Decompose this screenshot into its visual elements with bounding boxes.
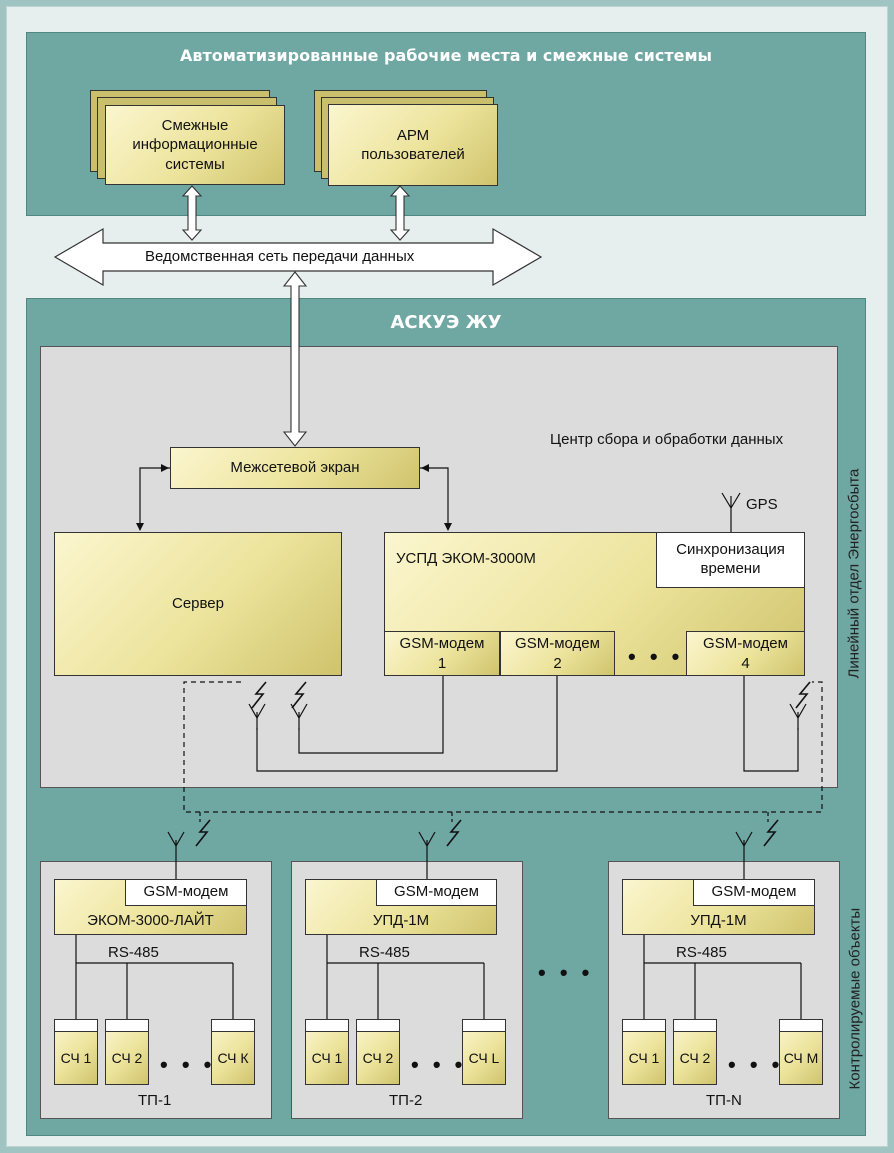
- tp-n-meter-1-label: СЧ 1: [628, 1049, 660, 1066]
- tp-2-meters-ellipsis: • • •: [411, 1052, 467, 1077]
- tp-1-meter-k: СЧ К: [211, 1019, 255, 1085]
- tp-2-name: ТП-2: [389, 1092, 423, 1109]
- tp-2-meter-2: СЧ 2: [356, 1019, 400, 1085]
- tp-1-meter-1-label: СЧ 1: [60, 1049, 92, 1066]
- controlled-objects-label: Контролируемые объекты: [846, 907, 864, 1090]
- tp-2-meter-l: СЧ L: [462, 1019, 506, 1085]
- uspd-label: УСПД ЭКОМ-3000М: [396, 550, 536, 567]
- tp-1-meters-ellipsis: • • •: [160, 1052, 216, 1077]
- tp-n-meter-m: СЧ М: [779, 1019, 823, 1085]
- time-sync-box: Синхронизация времени: [656, 532, 805, 588]
- tp-2-gsm-modem: GSM-модем: [376, 879, 497, 906]
- network-label: Ведомственная сеть передачи данных: [145, 248, 415, 265]
- server-box: Сервер: [54, 532, 342, 676]
- related-systems-box: Смежные информационные системы: [105, 105, 285, 185]
- gsm-modem-1-number: 1: [437, 654, 447, 672]
- tp-n-name: ТП-N: [706, 1092, 742, 1109]
- gsm-modem-2-number: 2: [553, 654, 562, 672]
- gsm-modem-4-name: GSM-модем: [703, 635, 788, 652]
- ascue-section-title: АСКУЭ ЖУ: [390, 312, 502, 333]
- user-workstations-box: АРМ пользователей: [328, 104, 498, 186]
- energy-sales-department-label: Линейный отдел Энергосбыта: [845, 468, 863, 679]
- gsm-modem-1-name: GSM-модем: [399, 635, 485, 652]
- tp-1-meter-2: СЧ 2: [105, 1019, 149, 1085]
- tp-1-meter-k-label: СЧ К: [217, 1049, 249, 1066]
- tp-1-name: ТП-1: [138, 1092, 172, 1109]
- tp-n-meter-1: СЧ 1: [622, 1019, 666, 1085]
- tp-n-meters-ellipsis: • • •: [728, 1052, 784, 1077]
- gsm-modem-4: GSM-модем 4: [686, 631, 805, 676]
- tp-1-meter-1: СЧ 1: [54, 1019, 98, 1085]
- tp-2-meter-l-label: СЧ L: [468, 1049, 500, 1066]
- tp-n-meter-2-label: СЧ 2: [679, 1049, 711, 1066]
- firewall-box: Межсетевой экран: [170, 447, 420, 489]
- tp-1-gsm-modem: GSM-модем: [125, 879, 247, 906]
- modems-ellipsis: • • •: [628, 644, 684, 669]
- tp-n-meter-m-label: СЧ М: [783, 1049, 819, 1066]
- tp-n-gsm-modem: GSM-модем: [693, 879, 815, 906]
- tp-2-meter-1-label: СЧ 1: [311, 1049, 343, 1066]
- data-center-label: Центр сбора и обработки данных: [550, 431, 784, 448]
- gsm-modem-4-number: 4: [741, 654, 750, 672]
- gsm-modem-2: GSM-модем 2: [500, 631, 615, 676]
- tp-1-bus-label: RS-485: [108, 944, 159, 961]
- tp-n-meter-2: СЧ 2: [673, 1019, 717, 1085]
- tp-2-meter-2-label: СЧ 2: [362, 1049, 394, 1066]
- tp-2-bus-label: RS-485: [359, 944, 410, 961]
- gsm-modem-2-name: GSM-модем: [515, 635, 600, 652]
- tp-1-meter-2-label: СЧ 2: [111, 1049, 143, 1066]
- workstations-section-title: Автоматизированные рабочие места и смежн…: [179, 46, 712, 65]
- gsm-modem-1: GSM-модем 1: [384, 631, 500, 676]
- tp-ellipsis: • • •: [538, 960, 594, 985]
- tp-2-meter-1: СЧ 1: [305, 1019, 349, 1085]
- tp-n-bus-label: RS-485: [676, 944, 727, 961]
- gps-label: GPS: [746, 496, 778, 513]
